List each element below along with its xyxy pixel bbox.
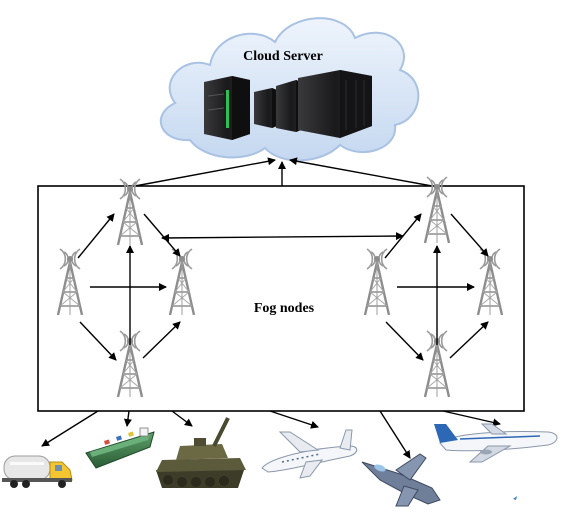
private-jet-icon [261, 429, 358, 479]
cargo-ship-icon [85, 427, 155, 469]
cell-tower-icon [168, 247, 196, 317]
tank-icon [156, 417, 246, 488]
small-mark-icon [513, 496, 517, 500]
fog-nodes-label: Fog nodes [254, 301, 315, 316]
inter-cluster-link [161, 232, 404, 242]
tanker-truck-icon [2, 455, 73, 488]
server-rack-icon [298, 70, 372, 138]
server-rack-icon [204, 76, 250, 140]
cell-tower-icon [363, 247, 391, 317]
cell-tower-icon [56, 247, 84, 317]
fog-network-box [37, 185, 525, 412]
uplink-arrows [134, 157, 433, 187]
cell-tower-icon [476, 247, 504, 317]
cell-tower-icon [116, 177, 144, 247]
fighter-jet-icon [361, 453, 441, 507]
cloud-server-label: Cloud Server [243, 49, 323, 64]
cell-tower-icon [423, 175, 451, 245]
airliner-icon [434, 423, 558, 463]
device-links [41, 410, 501, 459]
